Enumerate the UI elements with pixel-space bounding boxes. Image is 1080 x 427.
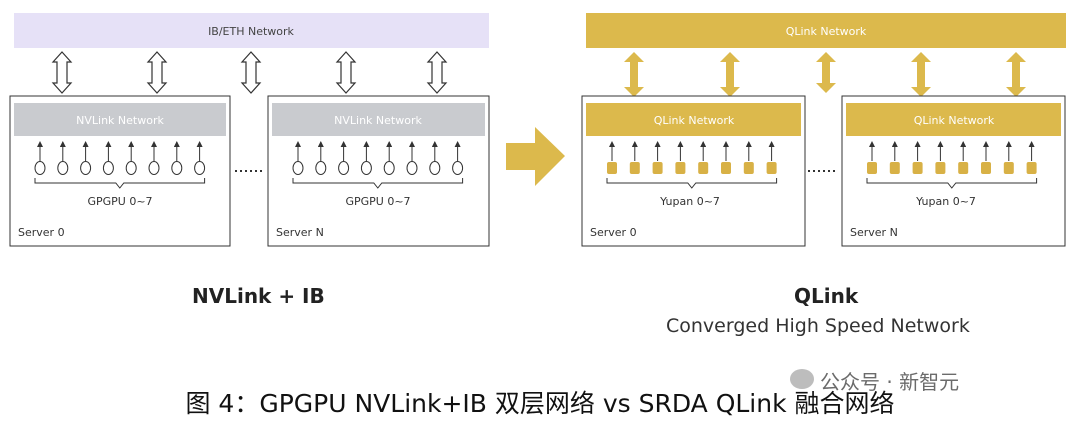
left-vertical-links bbox=[51, 51, 448, 94]
left-s0-gpu-5 bbox=[148, 161, 160, 175]
left-server-0-inner-label: NVLink Network bbox=[76, 114, 164, 127]
right-server-0-inner-network bbox=[586, 103, 801, 136]
left-link-arrow-2 bbox=[240, 51, 262, 94]
right-s0-chip-5 bbox=[721, 162, 731, 174]
right-sn-chip-3 bbox=[935, 162, 946, 174]
right-sn-chip-4 bbox=[958, 162, 969, 174]
right-top-network-bar bbox=[586, 13, 1066, 48]
left-sn-gpu-7 bbox=[452, 161, 464, 175]
left-server-n-label: Server N bbox=[276, 226, 324, 239]
left-server-n-devices-label: GPGPU 0~7 bbox=[345, 195, 410, 208]
left-link-arrow-1 bbox=[146, 51, 168, 94]
right-sn-brace bbox=[866, 178, 1038, 189]
left-server-n-devices bbox=[292, 141, 464, 189]
right-subtitle: Converged High Speed Network bbox=[666, 315, 970, 337]
left-s0-gpu-2 bbox=[80, 161, 92, 175]
left-server-0-label: Server 0 bbox=[18, 226, 65, 239]
left-s0-gpu-7 bbox=[194, 161, 206, 175]
right-server-0-devices bbox=[606, 141, 778, 189]
left-server-0-inner-network bbox=[14, 103, 226, 136]
right-link-arrow-4 bbox=[1006, 52, 1026, 97]
right-s0-brace bbox=[606, 178, 778, 189]
left-sn-gpu-6 bbox=[429, 161, 441, 175]
right-link-arrow-0 bbox=[624, 52, 644, 97]
left-s0-gpu-4 bbox=[125, 161, 137, 175]
left-sn-gpu-2 bbox=[338, 161, 350, 175]
left-s0-gpu-6 bbox=[171, 161, 183, 175]
diagram-canvas: IB/ETH Network NVLink Network GPGPU 0~7 … bbox=[9, 13, 1066, 247]
left-title: NVLink + IB bbox=[192, 284, 325, 308]
right-server-0-label: Server 0 bbox=[590, 226, 637, 239]
right-server-n-inner-label: QLink Network bbox=[914, 114, 995, 127]
left-server-0-devices bbox=[34, 141, 206, 189]
right-server-0-devices-label: Yupan 0~7 bbox=[659, 195, 720, 208]
wechat-logo-icon bbox=[790, 369, 814, 389]
left-s0-gpu-0 bbox=[34, 161, 46, 175]
right-sn-chip-0 bbox=[867, 162, 877, 174]
left-s0-gpu-1 bbox=[57, 161, 69, 175]
left-s0-gpu-3 bbox=[102, 161, 114, 175]
right-server-n-inner-network bbox=[846, 103, 1061, 136]
right-s0-chip-1 bbox=[629, 162, 640, 174]
right-link-arrow-2 bbox=[816, 52, 836, 93]
right-sn-chip-2 bbox=[912, 162, 923, 174]
left-link-arrow-3 bbox=[335, 51, 357, 94]
right-sn-chip-1 bbox=[889, 162, 900, 174]
right-link-arrow-3 bbox=[911, 52, 931, 97]
left-sn-gpu-3 bbox=[360, 161, 372, 175]
right-server-n-label: Server N bbox=[850, 226, 898, 239]
figure-caption: 图 4：GPGPU NVLink+IB 双层网络 vs SRDA QLink 融… bbox=[185, 389, 895, 418]
right-s0-chip-6 bbox=[743, 162, 754, 174]
right-link-arrow-1 bbox=[720, 52, 740, 97]
left-server-n-inner-label: NVLink Network bbox=[334, 114, 422, 127]
left-link-arrow-4 bbox=[426, 51, 448, 94]
right-sn-chip-7 bbox=[1026, 162, 1037, 174]
right-s0-chip-2 bbox=[652, 162, 663, 174]
left-server-0-devices-label: GPGPU 0~7 bbox=[87, 195, 152, 208]
watermark: 公众号 · 新智元 bbox=[820, 370, 960, 394]
right-s0-chip-3 bbox=[675, 162, 686, 174]
left-sn-gpu-5 bbox=[406, 161, 418, 175]
right-server-0-inner-label: QLink Network bbox=[654, 114, 735, 127]
right-sn-chip-5 bbox=[981, 162, 991, 174]
left-sn-brace bbox=[292, 178, 464, 189]
left-sn-gpu-0 bbox=[292, 161, 304, 175]
right-sn-chip-6 bbox=[1003, 162, 1014, 174]
left-top-network-bar bbox=[14, 13, 489, 48]
left-s0-brace bbox=[34, 178, 206, 189]
transition-arrow bbox=[506, 127, 565, 186]
left-link-arrow-0 bbox=[51, 51, 73, 94]
right-s0-chip-7 bbox=[766, 162, 777, 174]
left-top-network-label: IB/ETH Network bbox=[208, 25, 294, 38]
right-server-n-devices bbox=[866, 141, 1038, 189]
right-s0-chip-0 bbox=[607, 162, 617, 174]
right-top-network-label: QLink Network bbox=[786, 25, 867, 38]
left-server-n-inner-network bbox=[272, 103, 485, 136]
right-title: QLink bbox=[794, 284, 859, 308]
left-sn-gpu-1 bbox=[315, 161, 327, 175]
left-sn-gpu-4 bbox=[383, 161, 395, 175]
right-server-n-devices-label: Yupan 0~7 bbox=[915, 195, 976, 208]
right-vertical-links bbox=[624, 52, 1026, 97]
right-s0-chip-4 bbox=[698, 162, 709, 174]
